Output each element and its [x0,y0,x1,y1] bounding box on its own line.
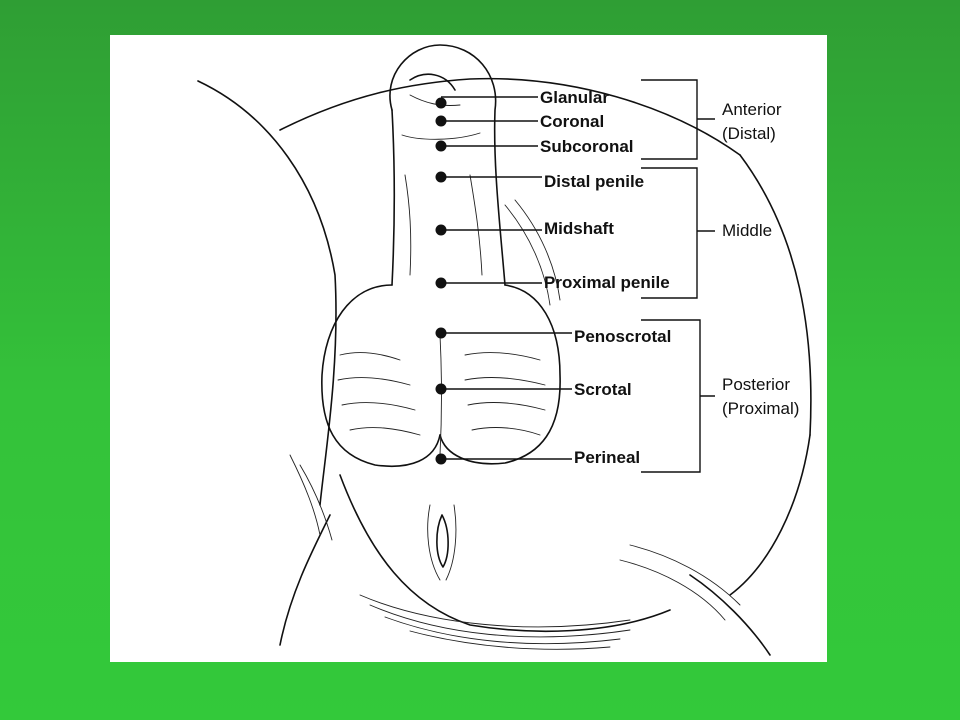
leader-lines [441,96,572,460]
label-midshaft: Midshaft [544,219,614,238]
bracket-middle [641,167,715,299]
label-glanular: Glanular [540,88,609,107]
label-subcoronal: Subcoronal [540,137,634,156]
dot-glanular [435,97,447,109]
label-distal-penile: Distal penile [544,172,644,191]
label-perineal: Perineal [574,448,640,467]
anatomy-diagram: Glanular Coronal Subcoronal Distal penil… [197,44,812,656]
bracket-posterior [641,319,715,473]
shaft [389,44,506,286]
body-outline [197,77,812,656]
label-penoscrotal: Penoscrotal [574,327,671,346]
group-brackets [641,79,715,473]
group-label-anterior-distal: (Distal) [722,124,776,143]
label-scrotal: Scrotal [574,380,632,399]
label-proximal-penile: Proximal penile [544,273,670,292]
label-coronal: Coronal [540,112,604,131]
group-label-posterior: Posterior [722,375,790,394]
group-label-posterior-proximal: (Proximal) [722,399,799,418]
anus [427,504,457,581]
group-label-middle: Middle [722,221,772,240]
group-label-anterior: Anterior [722,100,782,119]
hatching [289,199,741,650]
scrotum [321,284,561,467]
bracket-anterior [641,79,715,160]
diagram-panel: Glanular Coronal Subcoronal Distal penil… [110,35,827,662]
